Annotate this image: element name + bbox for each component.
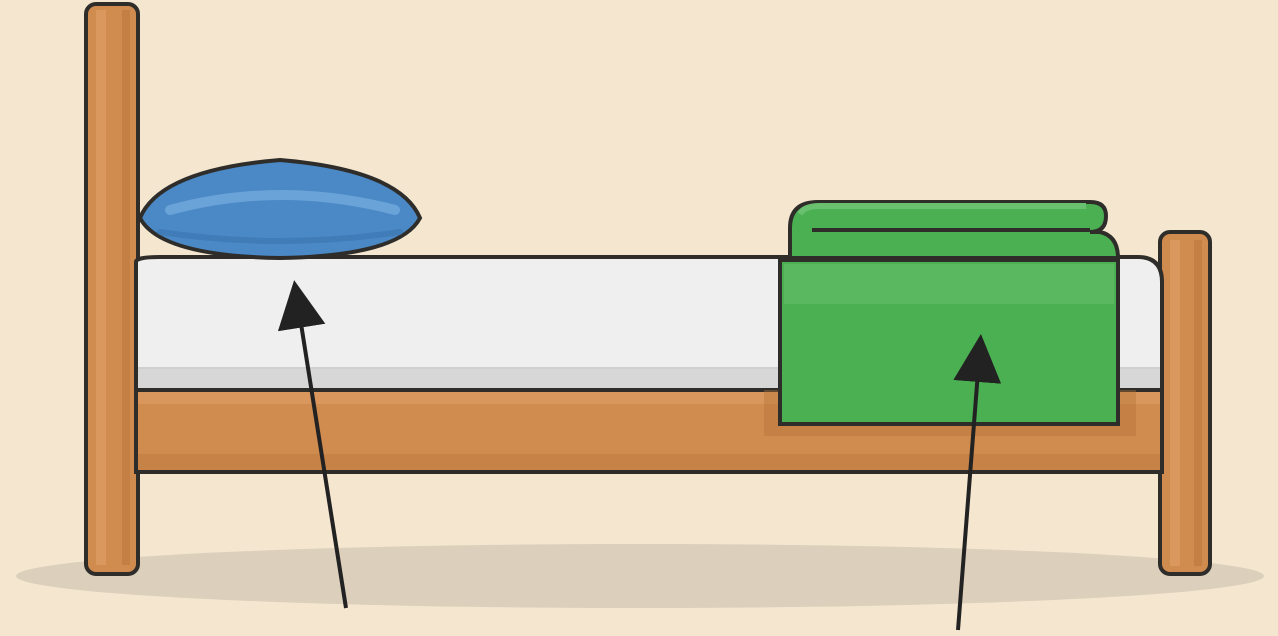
floor-shadow bbox=[16, 544, 1264, 608]
headboard-post bbox=[86, 4, 138, 574]
folded-blanket bbox=[764, 202, 1136, 436]
footboard-post bbox=[1160, 232, 1210, 574]
pillow bbox=[140, 160, 420, 258]
